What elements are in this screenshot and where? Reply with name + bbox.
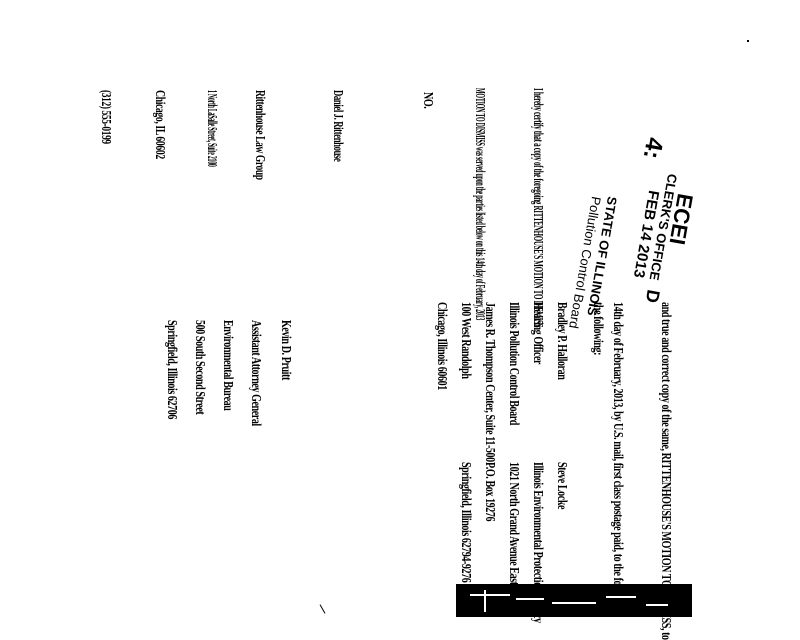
signature-line-1: Daniel J. Rittenhouse	[330, 90, 345, 162]
scanned-document-page: ECEI CLERK'S OFFICE D FEB 14 2013 STATE …	[98, 40, 749, 640]
recipient-line: 500 South Second Street	[192, 320, 207, 415]
recipient-line: James R. Thompson Center, Suite 11-500	[482, 302, 497, 462]
recipient-line: Steve Locke	[554, 462, 569, 510]
recipient-line: Bradley P. Halloran	[554, 302, 569, 380]
top-line-2: 14th day of February, 2013, by U.S. mail…	[610, 302, 625, 617]
signature-line-3: 1 North LaSalle Street, Suite 2100	[204, 90, 219, 167]
certification-line-1: I hereby certify that a copy of the fore…	[530, 88, 545, 328]
recipient-line: 1021 North Grand Avenue East	[506, 462, 521, 585]
recipient-line: Springfield, Illinois 62706	[164, 320, 179, 419]
recipient-line: Chicago, Illinois 60601	[434, 302, 449, 390]
scan-artifact-bar	[456, 584, 692, 617]
recipient-line: Assistant Attorney General	[248, 320, 263, 426]
scan-speck	[319, 604, 326, 614]
recipient-line: Kevin D. Pruitt	[278, 320, 293, 380]
certification-line-2: MOTION TO DISMISS was served upon the pa…	[472, 88, 487, 321]
recipient-line: Environmental Bureau	[220, 320, 235, 411]
recipient-line: P.O. Box 19276	[482, 462, 497, 522]
signature-line-2: Rittenhouse Law Group	[252, 90, 267, 180]
recipient-line: Illinois Pollution Control Board	[506, 302, 521, 425]
scan-speck	[747, 40, 749, 42]
signature-line-4: Chicago, IL 60602	[152, 90, 167, 159]
stamp-initials-line: 4:	[637, 135, 668, 161]
recipient-line: 100 West Randolph	[458, 302, 473, 379]
signature-line-5: (312) 555-0199	[98, 90, 113, 144]
certification-number: NO.	[420, 92, 435, 109]
recipient-line: Springfield, Illinois 62794-9276	[458, 462, 473, 583]
stamp-initials: 4:	[637, 135, 668, 162]
top-line-3: the following:	[590, 302, 605, 356]
